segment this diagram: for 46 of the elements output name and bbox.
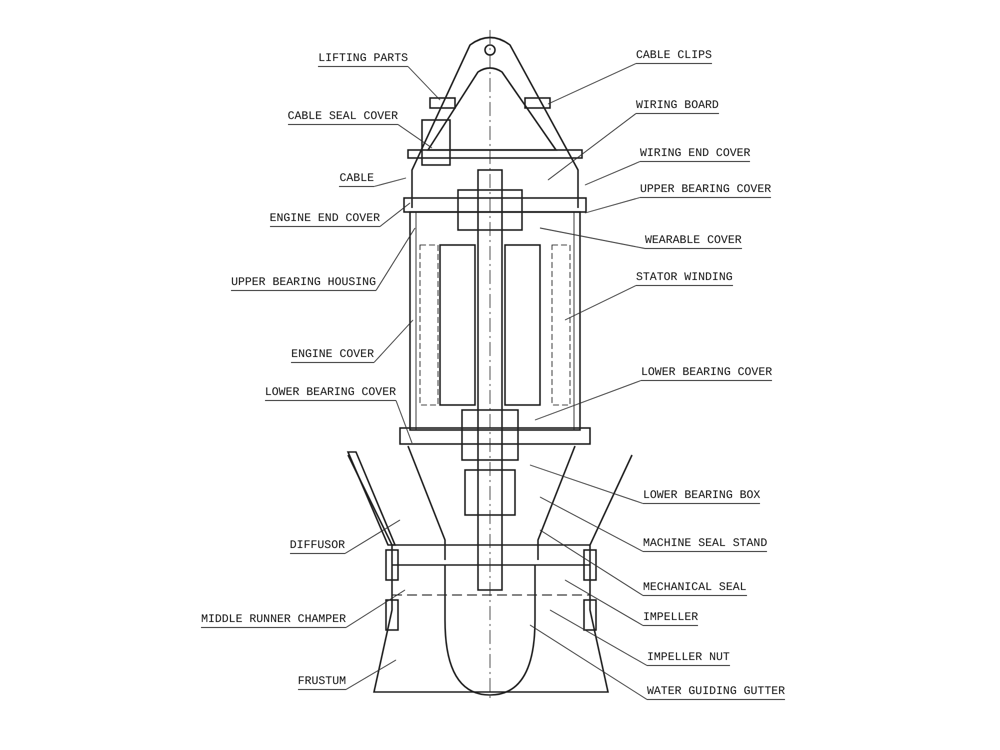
leader-line — [548, 113, 636, 180]
leader-line — [374, 178, 406, 187]
leader-line — [398, 124, 432, 148]
leader-line — [584, 161, 640, 186]
part-label: MACHINE SEAL STAND — [643, 537, 768, 552]
part-label: IMPELLER — [643, 611, 698, 626]
leader-line — [584, 197, 640, 214]
part-label: CABLE — [339, 172, 374, 187]
part-label: LOWER BEARING COVER — [641, 366, 772, 381]
leader-line — [530, 624, 648, 700]
part-label: WATER GUIDING GUTTER — [647, 685, 786, 700]
leader-line — [344, 520, 400, 554]
part-label: ENGINE END COVER — [270, 212, 380, 227]
part-label: UPPER BEARING COVER — [640, 183, 772, 198]
part-label: MECHANICAL SEAL — [643, 581, 747, 596]
leader-line — [550, 610, 648, 666]
part-label: LOWER BEARING BOX — [643, 489, 760, 504]
part-label: IMPELLER NUT — [647, 651, 730, 666]
leader-line — [346, 660, 396, 690]
part-label: ENGINE COVER — [291, 348, 374, 363]
leader-line — [380, 202, 410, 227]
leader-line — [396, 400, 412, 444]
leader-line — [408, 66, 440, 100]
part-label: UPPER BEARING HOUSING — [231, 276, 376, 291]
leader-line — [346, 590, 406, 628]
part-label: WIRING BOARD — [636, 99, 719, 114]
part-label: CABLE SEAL COVER — [288, 110, 398, 125]
part-label: MIDDLE RUNNER CHAMPER — [201, 613, 346, 628]
leader-line — [374, 320, 414, 363]
leader-line — [530, 464, 644, 504]
part-label: WEARABLE COVER — [645, 234, 742, 249]
leader-line — [548, 63, 636, 104]
leader-line — [564, 580, 644, 626]
leader-line — [540, 530, 644, 596]
leader-line — [534, 380, 642, 420]
part-label: LOWER BEARING COVER — [264, 386, 396, 401]
part-label: CABLE CLIPS — [636, 49, 712, 64]
part-label: WIRING END COVER — [640, 147, 750, 162]
leader-line — [376, 228, 416, 291]
leader-line — [540, 496, 644, 552]
leader-line — [540, 228, 646, 249]
part-label: FRUSTUM — [298, 675, 346, 690]
part-label: STATOR WINDING — [636, 271, 733, 286]
part-label: LIFTING PARTS — [318, 52, 408, 67]
part-label: DIFFUSOR — [290, 539, 345, 554]
leader-line — [564, 285, 636, 320]
